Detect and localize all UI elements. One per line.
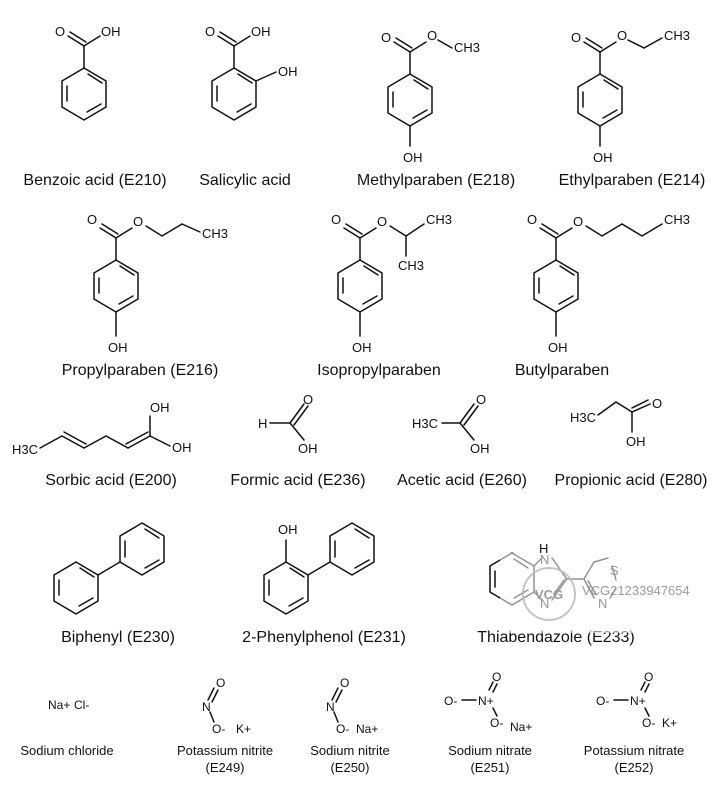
isopropylparaben-molecule [337, 223, 425, 337]
atom-oh: OH [172, 440, 192, 455]
atom-oh: OH [298, 441, 318, 456]
compound-name: 2-Phenylphenol (E231) [242, 629, 406, 646]
compound-name: Acetic acid (E260) [397, 472, 527, 489]
atom-n-plus: N+ [478, 694, 494, 708]
compound-name: Methylparaben (E218) [356, 172, 516, 189]
atom-ch3: CH3 [664, 28, 691, 43]
atom-na: Na+ [48, 698, 71, 712]
butylparaben-molecule [533, 223, 663, 337]
sorbic-acid-molecule [39, 415, 171, 449]
compound-name: Formic acid (E236) [230, 472, 366, 489]
compound-name: Butylparaben [514, 362, 610, 379]
methylparaben-molecule [387, 37, 453, 147]
atom-o-minus: O- [642, 716, 656, 730]
atom-o: O [303, 392, 314, 407]
compound-name: Isopropylparaben [317, 362, 441, 379]
atom-o: O [340, 676, 350, 690]
watermark: VCG VCG21233947654 [500, 553, 722, 633]
atom-h: H [258, 416, 268, 431]
atom-o: O [652, 396, 663, 411]
propylparaben-molecule [93, 223, 201, 337]
atom-o: O [617, 28, 628, 43]
compound-name: Benzoic acid (E210) [23, 172, 167, 189]
atom-h3c: H3C [12, 442, 39, 457]
atom-o: O [573, 214, 584, 229]
atom-h: H [539, 541, 549, 556]
compound-name: Potassium nitrate(E252) [583, 743, 685, 775]
atom-o: O [644, 670, 654, 684]
atom-k: K+ [236, 722, 252, 736]
benzoic-acid-molecule [61, 31, 107, 121]
atom-o-minus: O- [212, 722, 226, 736]
atom-ch3: CH3 [426, 212, 453, 227]
biphenyl-molecule [53, 522, 165, 615]
atom-o: O [205, 24, 216, 39]
atom-oh: OH [548, 340, 568, 355]
atom-o: O [87, 212, 98, 227]
atom-oh: OH [278, 522, 298, 537]
atom-o: O [571, 30, 582, 45]
compound-name: Potassium nitrite(E249) [176, 743, 274, 775]
propionic-acid-molecule [597, 399, 651, 433]
atom-oh: OH [626, 434, 646, 449]
atom-o: O [55, 24, 66, 39]
atom-oh: OH [101, 24, 121, 39]
watermark-text: VCG21233947654 [582, 583, 690, 598]
compound-name: Sodium nitrite(E250) [310, 743, 390, 775]
atom-o: O [216, 676, 226, 690]
atom-oh: OH [150, 400, 170, 415]
atom-n: N [202, 700, 211, 714]
atom-ch3: CH3 [398, 258, 425, 273]
atom-o: O [133, 214, 144, 229]
atom-oh: OH [593, 150, 613, 165]
atom-h3c: H3C [570, 410, 597, 425]
compound-name: Salicylic acid [199, 172, 291, 189]
atom-o-minus: O- [490, 716, 504, 730]
compound-name: Biphenyl (E230) [61, 629, 175, 646]
compound-name: Propionic acid (E280) [554, 472, 708, 489]
atom-ch3: CH3 [202, 226, 229, 241]
atom-ch3: CH3 [454, 40, 481, 55]
compound-name: Sorbic acid (E200) [45, 472, 177, 489]
atom-oh: OH [108, 340, 128, 355]
atom-oh: OH [352, 340, 372, 355]
atom-na: Na+ [510, 720, 533, 734]
atom-oh: OH [278, 64, 298, 79]
atom-o: O [377, 214, 388, 229]
atom-o: O [476, 392, 487, 407]
atom-ch3: CH3 [664, 212, 691, 227]
compound-name: Propylparaben (E216) [61, 362, 219, 379]
acetic-acid-molecule [441, 403, 479, 441]
atom-o: O [492, 670, 502, 684]
atom-o-minus: O- [596, 694, 610, 708]
atom-n: N [326, 700, 335, 714]
compound-name: Thiabendazole (E233) [477, 629, 635, 646]
compound-name: Sodium nitrate(E251) [448, 743, 532, 775]
atom-oh: OH [470, 441, 490, 456]
atom-na: Na+ [356, 722, 379, 736]
atom-o: O [427, 28, 438, 43]
atom-o: O [331, 212, 342, 227]
atom-o-minus: O- [336, 722, 350, 736]
atom-o-minus: O- [444, 694, 458, 708]
atom-o: O [527, 212, 538, 227]
atom-oh: OH [403, 150, 423, 165]
salicylic-acid-molecule [211, 31, 277, 121]
atom-n-plus: N+ [630, 694, 646, 708]
compound-name: Ethylparaben (E214) [558, 172, 706, 189]
formic-acid-molecule [269, 403, 309, 441]
atom-cl: Cl- [74, 698, 90, 712]
atom-k: K+ [662, 716, 678, 730]
atom-oh: OH [251, 24, 271, 39]
compound-name: Sodium chloride [20, 743, 114, 758]
atom-h3c: H3C [412, 416, 439, 431]
atom-o: O [381, 30, 392, 45]
ethylparaben-molecule [577, 37, 663, 147]
watermark-logo: VCG [522, 567, 576, 621]
